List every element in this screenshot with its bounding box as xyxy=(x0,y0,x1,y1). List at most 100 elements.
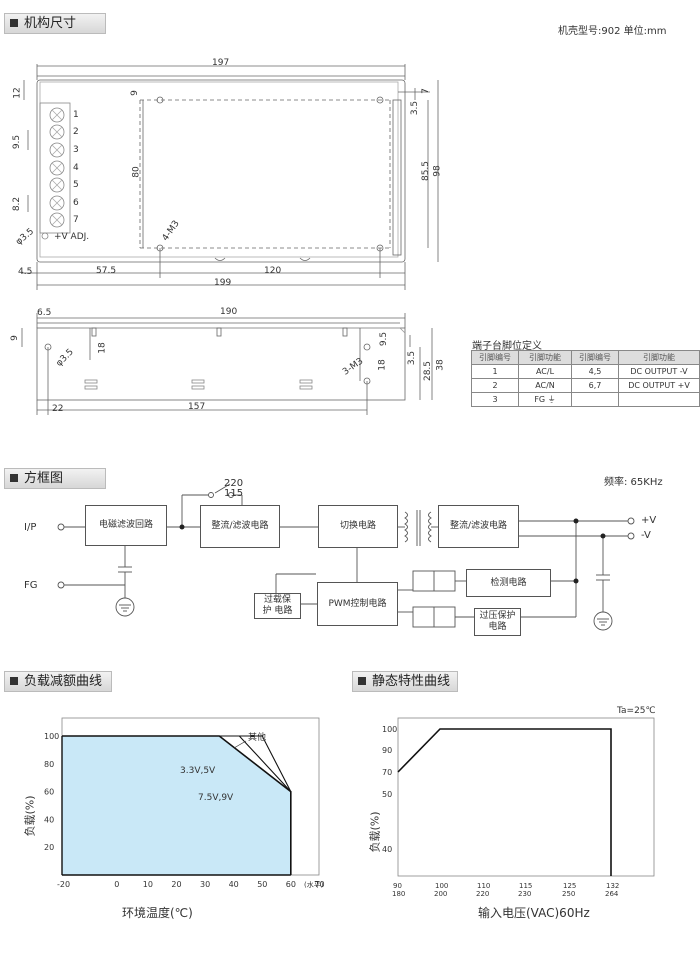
x-tick-label: 40 xyxy=(229,880,239,889)
dim-8-2: 8.2 xyxy=(12,196,23,212)
rectifier-box-1: 整流/滤波电路 xyxy=(200,505,280,548)
dim-38: 38 xyxy=(435,359,446,371)
derating-xlabel: 环境温度(℃) xyxy=(122,906,193,920)
overvoltage-protect-box: 过压保护 电路 xyxy=(474,608,521,636)
x-tick-label: 110 xyxy=(477,882,490,890)
pin-cell xyxy=(618,392,700,407)
dim-12: 12 xyxy=(12,87,23,99)
section-header-static: 静态特性曲线 xyxy=(352,671,458,692)
pin-cell: 2 xyxy=(471,378,519,393)
pin-cell: 4,5 xyxy=(571,364,619,379)
label-220: 220 xyxy=(224,478,244,489)
section-header-block: 方框图 xyxy=(4,468,106,489)
pin-cell: AC/N xyxy=(518,378,572,393)
label-ip: I/P xyxy=(24,522,37,533)
x-tick-label: 264 xyxy=(605,890,619,898)
pin-header: 引脚编号 xyxy=(571,350,619,365)
terminal-5: 5 xyxy=(73,180,79,190)
static-xlabel: 输入电压(VAC)60Hz xyxy=(478,906,590,920)
pin-header: 引脚功能 xyxy=(618,350,700,365)
y-tick-label: 20 xyxy=(44,843,54,852)
terminal-1: 1 xyxy=(73,110,79,120)
x-tick-label: 250 xyxy=(562,890,575,898)
y-tick-label: 70 xyxy=(382,768,392,777)
plot-frame xyxy=(397,717,655,877)
x-tick-label: 230 xyxy=(518,890,531,898)
dim-18-left: 18 xyxy=(97,342,108,354)
pin-table-title: 端子台脚位定义 xyxy=(472,341,542,352)
dim-157: 157 xyxy=(188,402,206,412)
dim-85-5: 85.5 xyxy=(421,160,432,182)
x-tick-label: 90 xyxy=(393,882,402,890)
dim-9-5: 9.5 xyxy=(12,134,23,150)
pin-cell: 1 xyxy=(471,364,519,379)
dim-199: 199 xyxy=(214,278,232,288)
x-tick-label: 30 xyxy=(200,880,210,889)
y-tick-label: 50 xyxy=(382,790,392,799)
dim-120: 120 xyxy=(264,266,282,276)
dim-28-5: 28.5 xyxy=(423,360,434,382)
section-header-derating: 负载减额曲线 xyxy=(4,671,112,692)
dim-4-5: 4.5 xyxy=(18,267,33,277)
y-tick-label: 100 xyxy=(44,732,59,741)
x-tick-label: 10 xyxy=(143,880,153,889)
pwm-control-box: PWM控制电路 xyxy=(317,582,398,626)
series-label: 3.3V,5V xyxy=(180,766,216,776)
terminal-7: 7 xyxy=(73,215,79,225)
dim-9-side: 9 xyxy=(9,335,20,341)
pin-header: 引脚编号 xyxy=(471,350,519,365)
dim-197: 197 xyxy=(212,58,230,68)
pin-cell: 6,7 xyxy=(571,378,619,393)
derating-area xyxy=(62,736,291,875)
dim-190: 190 xyxy=(220,307,238,317)
series-line xyxy=(397,728,612,876)
y-tick-label: 40 xyxy=(44,815,54,824)
terminal-2: 2 xyxy=(73,127,79,137)
series-line-0 xyxy=(62,735,292,875)
derating-x-unit: (水平) xyxy=(304,881,324,889)
dim-80: 80 xyxy=(131,166,142,178)
pin-cell: 3 xyxy=(471,392,519,407)
x-tick-label: 115 xyxy=(519,882,532,890)
static-ylabel: 负载(%) xyxy=(368,811,382,853)
dim-18-right: 18 xyxy=(377,359,388,371)
x-tick-label: 20 xyxy=(171,880,181,889)
pin-header: 引脚功能 xyxy=(518,350,572,365)
label-fg: FG xyxy=(24,580,38,591)
dim-98: 98 xyxy=(432,165,443,177)
pin-cell: DC OUTPUT -V xyxy=(618,364,700,379)
x-tick-label: 220 xyxy=(476,890,489,898)
pin-cell: AC/L xyxy=(518,364,572,379)
label-plus-v: +V xyxy=(641,515,657,526)
plot-frame xyxy=(61,717,320,876)
dim-6-5: 6.5 xyxy=(37,308,52,318)
terminal-6: 6 xyxy=(73,198,79,208)
dim-57-5: 57.5 xyxy=(96,266,117,276)
x-tick-label: 180 xyxy=(392,890,405,898)
x-tick-label: -20 xyxy=(57,880,70,889)
terminal-3: 3 xyxy=(73,145,79,155)
dim-3-5-top: 3.5 xyxy=(410,100,421,116)
freq-label: 频率: 65KHz xyxy=(604,477,663,488)
label-minus-v: -V xyxy=(641,530,651,541)
x-tick-label: 200 xyxy=(434,890,447,898)
x-tick-label: 50 xyxy=(257,880,267,889)
y-tick-label: 80 xyxy=(44,760,54,769)
dim-22: 22 xyxy=(52,404,64,414)
leader-line xyxy=(233,740,247,749)
series-label: 7.5V,9V xyxy=(198,793,234,803)
dim-7: 7 xyxy=(420,88,431,94)
derating-ylabel: 负载(%) xyxy=(23,795,37,837)
dim-9-5-side: 9.5 xyxy=(379,331,390,347)
y-tick-label: 40 xyxy=(382,845,392,854)
dim-9-top: 9 xyxy=(129,90,140,96)
mech-drawing xyxy=(21,64,439,415)
series-label: 其他 xyxy=(248,731,266,743)
x-tick-label: 60 xyxy=(286,880,296,889)
x-tick-label: 100 xyxy=(435,882,448,890)
x-tick-label: 125 xyxy=(563,882,576,890)
